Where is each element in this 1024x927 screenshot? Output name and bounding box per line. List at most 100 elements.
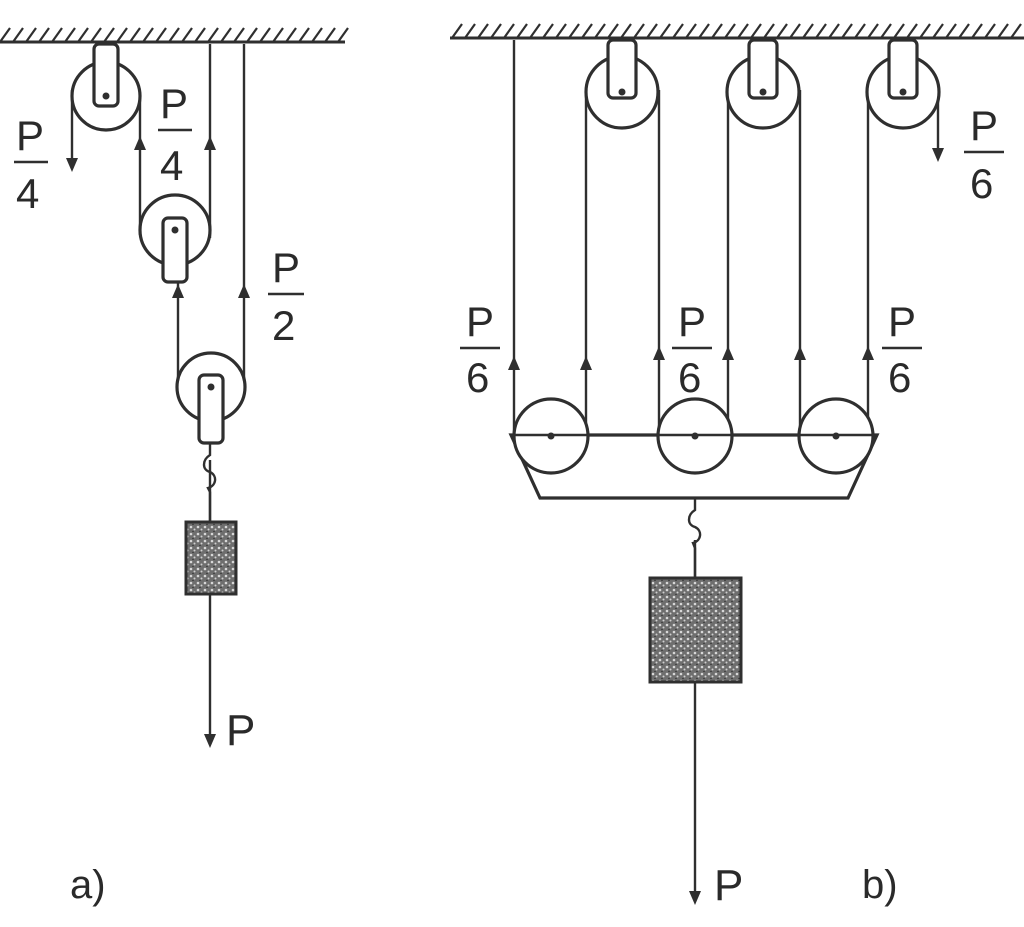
svg-text:P: P [16, 112, 44, 159]
ceiling-hatch [181, 27, 193, 43]
ceiling-hatch [581, 23, 593, 39]
ceiling-hatch [789, 23, 801, 39]
ceiling-a [0, 27, 349, 44]
caption-a: a) [70, 863, 106, 907]
ceiling-hatch [893, 23, 905, 39]
ceiling-b [450, 23, 1024, 40]
ceiling-hatch [971, 23, 983, 39]
svg-text:P: P [466, 298, 494, 345]
ceiling-hatch [555, 23, 567, 39]
ceiling-hatch [932, 23, 944, 39]
movable-pulley-a2 [175, 351, 247, 445]
fixed-pulley-b3 [865, 38, 941, 130]
ceiling-hatch [168, 27, 180, 43]
ceiling-hatch [233, 27, 245, 43]
ceiling-hatch [997, 23, 1009, 39]
ceiling-hatch [568, 23, 580, 39]
ceiling-hatch [285, 27, 297, 43]
hook-a [202, 443, 217, 522]
ceiling-hatch [272, 27, 284, 43]
ceiling-hatch [298, 27, 310, 43]
ceiling-hatch [129, 27, 141, 43]
ceiling-hatch [311, 27, 323, 43]
svg-text:6: 6 [888, 354, 911, 401]
label-a-right-mid: P 2 [268, 244, 304, 349]
label-b-center: P 6 [672, 298, 712, 401]
ceiling-hatch [246, 27, 258, 43]
ceiling-hatch [220, 27, 232, 43]
svg-text:6: 6 [466, 354, 489, 401]
ceiling-hatch [503, 23, 515, 39]
svg-text:P: P [678, 298, 706, 345]
svg-text:P: P [888, 298, 916, 345]
ceiling-hatch [919, 23, 931, 39]
ceiling-hatch [12, 27, 24, 43]
arrows-b [508, 148, 944, 905]
svg-text:P: P [970, 102, 998, 149]
ceiling-hatch [90, 27, 102, 43]
ceiling-hatch [324, 27, 336, 43]
ceiling-hatch [594, 23, 606, 39]
ceiling-hatch [142, 27, 154, 43]
svg-text:6: 6 [678, 354, 701, 401]
ceiling-hatch [542, 23, 554, 39]
ceiling-hatch [25, 27, 37, 43]
fixed-pulley-a [70, 42, 142, 132]
ceiling-hatch [854, 23, 866, 39]
ceiling-hatch [490, 23, 502, 39]
ceiling-hatch [0, 27, 11, 43]
ceiling-hatch [828, 23, 840, 39]
label-b-right: P 6 [882, 298, 922, 401]
ceiling-hatch [477, 23, 489, 39]
label-a-load: P [226, 706, 255, 755]
ceiling-hatch [945, 23, 957, 39]
ceiling-hatch [711, 23, 723, 39]
ceiling-hatch [194, 27, 206, 43]
svg-text:P: P [272, 244, 300, 291]
ceiling-hatch [737, 23, 749, 39]
ceiling-hatch [337, 27, 349, 43]
ceiling-hatch [464, 23, 476, 39]
svg-text:4: 4 [160, 142, 183, 189]
weight-b [648, 576, 743, 684]
fixed-pulley-b2 [725, 38, 801, 130]
svg-text:P: P [160, 80, 188, 127]
ceiling-hatch [958, 23, 970, 39]
ceiling-hatch [259, 27, 271, 43]
label-b-load: P [714, 861, 743, 910]
ceiling-hatch [672, 23, 684, 39]
svg-text:6: 6 [970, 160, 993, 207]
fixed-pulley-b1 [584, 38, 660, 130]
ceiling-hatch [451, 23, 463, 39]
ceiling-hatch [906, 23, 918, 39]
ceiling-hatch [620, 23, 632, 39]
ceiling-hatch [659, 23, 671, 39]
label-b-left: P 6 [460, 298, 500, 401]
ceiling-hatch [516, 23, 528, 39]
ceiling-hatch [633, 23, 645, 39]
ceiling-hatch [38, 27, 50, 43]
svg-text:4: 4 [16, 170, 39, 217]
ceiling-hatch [698, 23, 710, 39]
ceiling-hatch [724, 23, 736, 39]
ceiling-hatch [750, 23, 762, 39]
label-a-mid-top: P 4 [158, 80, 192, 189]
svg-text:2: 2 [272, 302, 295, 349]
ceiling-hatch [77, 27, 89, 43]
caption-b: b) [862, 863, 898, 907]
ceiling-hatch [103, 27, 115, 43]
label-a-left-top: P 4 [14, 112, 48, 217]
figure-a [0, 27, 349, 748]
ceiling-hatch [529, 23, 541, 39]
ceiling-hatch [607, 23, 619, 39]
movable-pulley-a1 [138, 193, 212, 284]
ceiling-hatch [685, 23, 697, 39]
ceiling-hatch [763, 23, 775, 39]
ceiling-hatch [646, 23, 658, 39]
ceiling-hatch [776, 23, 788, 39]
ceiling-hatch [51, 27, 63, 43]
figure-b [450, 23, 1024, 905]
ceiling-hatch [155, 27, 167, 43]
ceiling-hatch [867, 23, 879, 39]
